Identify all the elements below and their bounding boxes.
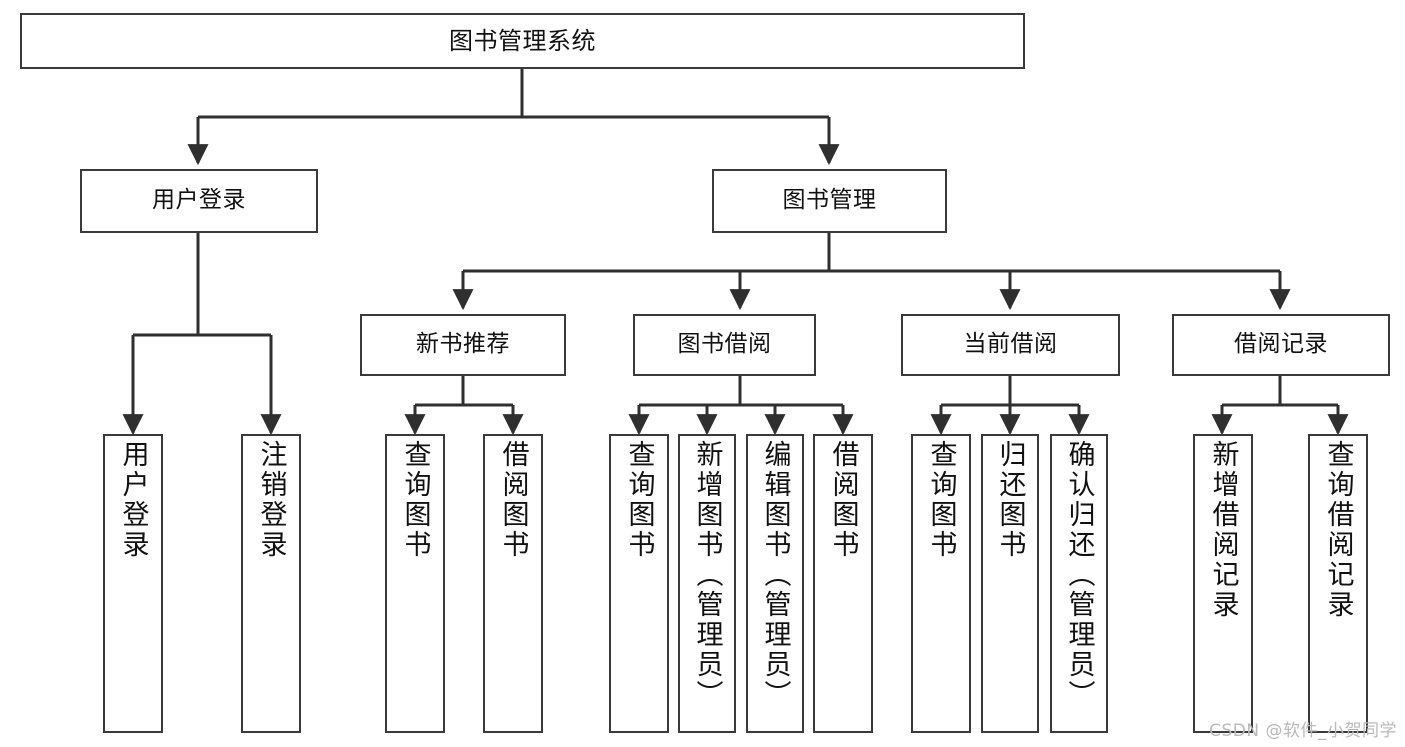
node-leaf-return-book-label: 归还图书	[994, 440, 1026, 560]
node-leaf-user-login-label: 用户登录	[117, 440, 149, 560]
node-borrowing-records-label: 借阅记录	[1234, 331, 1328, 358]
node-new-book-recommendation-label: 新书推荐	[416, 331, 510, 358]
node-leaf-query-book-borrow[interactable]: 查询图书	[609, 434, 669, 733]
node-leaf-query-book-rec[interactable]: 查询图书	[385, 434, 445, 733]
node-leaf-confirm-return-admin[interactable]: 确认归还（管理员）	[1050, 434, 1108, 733]
node-book-management-label: 图书管理	[782, 187, 877, 214]
node-leaf-query-borrow-record-label: 查询借阅记录	[1322, 440, 1354, 620]
node-leaf-edit-book-admin-label: 编辑图书（管理员）	[759, 440, 791, 710]
node-leaf-edit-book-admin[interactable]: 编辑图书（管理员）	[746, 434, 804, 733]
node-book-management[interactable]: 图书管理	[712, 169, 947, 233]
node-leaf-query-book-current-label: 查询图书	[925, 440, 957, 560]
node-leaf-borrow-book-borrow[interactable]: 借阅图书	[813, 434, 873, 733]
node-leaf-add-book-admin-label: 新增图书（管理员）	[691, 440, 723, 710]
node-root[interactable]: 图书管理系统	[20, 13, 1025, 69]
node-leaf-add-borrow-record[interactable]: 新增借阅记录	[1193, 434, 1253, 733]
node-leaf-borrow-book-borrow-label: 借阅图书	[827, 440, 859, 560]
node-leaf-add-book-admin[interactable]: 新增图书（管理员）	[678, 434, 736, 733]
watermark: CSDN @软件_小贺同学	[1209, 721, 1397, 741]
node-leaf-query-book-rec-label: 查询图书	[399, 440, 431, 560]
node-leaf-user-login[interactable]: 用户登录	[103, 434, 163, 733]
node-leaf-borrow-book-rec[interactable]: 借阅图书	[483, 434, 543, 733]
node-borrowing-records[interactable]: 借阅记录	[1172, 314, 1390, 376]
node-leaf-add-borrow-record-label: 新增借阅记录	[1207, 440, 1239, 620]
node-leaf-query-borrow-record[interactable]: 查询借阅记录	[1308, 434, 1368, 733]
node-current-borrowing[interactable]: 当前借阅	[901, 314, 1120, 376]
node-leaf-confirm-return-admin-label: 确认归还（管理员）	[1063, 440, 1095, 710]
node-leaf-return-book[interactable]: 归还图书	[981, 434, 1039, 733]
node-book-borrowing-label: 图书借阅	[677, 331, 772, 358]
node-user-login-label: 用户登录	[152, 187, 246, 214]
node-leaf-logout[interactable]: 注销登录	[241, 434, 301, 733]
node-leaf-borrow-book-rec-label: 借阅图书	[497, 440, 529, 560]
node-leaf-query-book-current[interactable]: 查询图书	[911, 434, 971, 733]
node-current-borrowing-label: 当前借阅	[963, 331, 1058, 358]
node-user-login[interactable]: 用户登录	[80, 169, 318, 233]
node-leaf-query-book-borrow-label: 查询图书	[623, 440, 655, 560]
node-new-book-recommendation[interactable]: 新书推荐	[360, 314, 566, 376]
node-leaf-logout-label: 注销登录	[255, 440, 287, 560]
node-book-borrowing[interactable]: 图书借阅	[633, 314, 816, 376]
node-root-label: 图书管理系统	[449, 26, 596, 55]
